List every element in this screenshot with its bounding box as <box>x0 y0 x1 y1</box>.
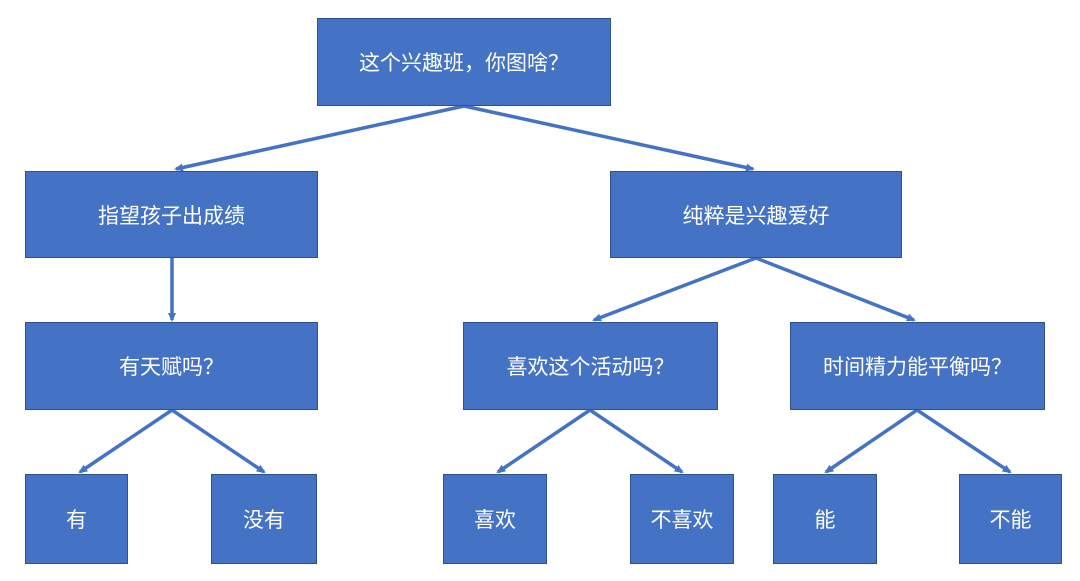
balance-yes-box: 能 <box>773 474 877 564</box>
balance-no-label: 不能 <box>989 508 1032 532</box>
expect-results-label: 指望孩子出成绩 <box>98 203 245 228</box>
time-balance-question-label: 时间精力能平衡吗？ <box>823 355 1012 379</box>
arrow-balance-to-no <box>916 408 1012 474</box>
talent-yes-label: 有 <box>66 508 87 532</box>
likes-activity-question-box: 喜欢这个活动吗？ <box>463 322 718 410</box>
arrow-likes-to-yes <box>496 408 591 474</box>
likes-yes-label: 喜欢 <box>474 508 516 532</box>
likes-no-label: 不喜欢 <box>650 508 714 532</box>
time-balance-question-box: 时间精力能平衡吗？ <box>790 322 1045 410</box>
arrow-talent-to-no <box>171 408 266 474</box>
talent-question-label: 有天赋吗？ <box>119 355 224 379</box>
talent-question-box: 有天赋吗？ <box>25 322 318 410</box>
talent-no-label: 没有 <box>243 508 285 532</box>
likes-yes-box: 喜欢 <box>443 474 547 564</box>
likes-activity-question-label: 喜欢这个活动吗？ <box>506 355 675 379</box>
expect-results-box: 指望孩子出成绩 <box>25 171 318 258</box>
balance-no-box: 不能 <box>959 474 1062 564</box>
arrow-pure-hobby-to-balance <box>755 256 916 322</box>
likes-no-box: 不喜欢 <box>630 474 734 564</box>
root-question-box: 这个兴趣班，你图啥？ <box>317 18 611 106</box>
talent-yes-box: 有 <box>25 474 128 564</box>
arrow-root-to-pure-hobby <box>463 104 755 172</box>
arrow-talent-to-yes <box>78 408 173 474</box>
arrow-root-to-expect-results <box>174 104 465 172</box>
talent-no-box: 没有 <box>211 474 317 564</box>
pure-hobby-box: 纯粹是兴趣爱好 <box>610 171 902 258</box>
arrow-balance-to-yes <box>824 408 918 474</box>
root-question-label: 这个兴趣班，你图啥？ <box>359 51 569 75</box>
arrow-likes-to-no <box>589 408 684 474</box>
arrow-pure-hobby-to-likes <box>592 256 757 322</box>
balance-yes-label: 能 <box>814 508 836 532</box>
pure-hobby-label: 纯粹是兴趣爱好 <box>682 203 830 228</box>
